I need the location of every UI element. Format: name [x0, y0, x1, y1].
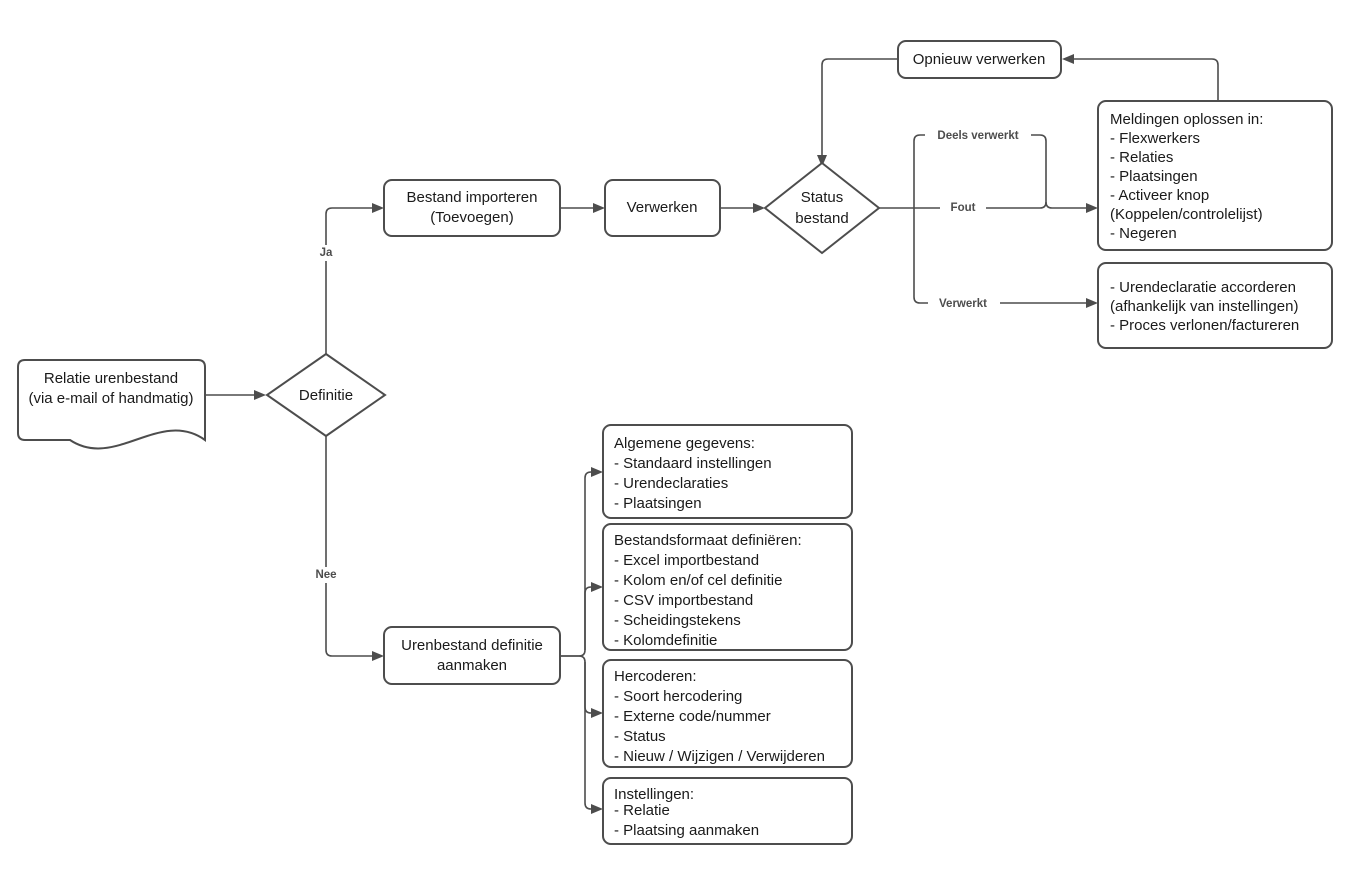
node-label-line: (via e-mail of handmatig)	[28, 390, 193, 407]
label-halo-verwerkt	[928, 296, 1000, 312]
edge-definitie-ja	[325, 203, 384, 354]
node-bestand-importeren[interactable]: Bestand importeren (Toevoegen)	[383, 179, 561, 237]
node-label-line: Urenbestand definitie	[401, 637, 543, 654]
node-label-line: (Koppelen/controlelijst)	[1110, 206, 1263, 223]
node-status-bestand[interactable]: Status bestand	[763, 161, 881, 255]
label-halo-ja	[313, 245, 339, 261]
node-label-line: - Relatie	[614, 802, 670, 819]
node-label-line: (afhankelijk van instellingen)	[1110, 298, 1298, 315]
node-label-line: Opnieuw verwerken	[913, 51, 1046, 68]
edge-urenbestand-branches	[560, 467, 603, 814]
edge-label-fout-top: Fout	[951, 202, 976, 214]
node-urenbestand-definitie[interactable]: Urenbestand definitie aanmaken	[383, 626, 561, 685]
edge-verwerken-to-status	[720, 203, 765, 213]
edge-bestand-to-verwerken	[560, 203, 605, 213]
node-label-line: - Kolomdefinitie	[614, 632, 717, 649]
node-definitie[interactable]: Definitie	[265, 352, 387, 438]
edge-relatie-to-definitie	[205, 390, 266, 400]
edge-status-verwerkt	[913, 208, 1098, 308]
label-halo-fout	[940, 200, 986, 216]
node-label-line: - Status	[614, 728, 666, 745]
node-label-line: - CSV importbestand	[614, 592, 753, 609]
node-label-line: - Kolom en/of cel definitie	[614, 572, 782, 589]
node-hercoderen[interactable]: Hercoderen: - Soort hercodering - Extern…	[602, 659, 853, 768]
edge-label-nee-top: Nee	[315, 569, 336, 581]
node-label-line: bestand	[795, 210, 848, 227]
node-label-line: - Negeren	[1110, 225, 1177, 242]
node-label-line: Instellingen:	[614, 786, 694, 803]
node-label-line: - Activeer knop	[1110, 187, 1209, 204]
node-label-line: - Plaatsingen	[1110, 168, 1198, 185]
edge-label-deels-verwerkt-top: Deels verwerkt	[937, 130, 1018, 142]
node-opnieuw-verwerken[interactable]: Opnieuw verwerken	[897, 40, 1062, 79]
node-label-line: Hercoderen:	[614, 668, 697, 685]
node-label-line: (Toevoegen)	[430, 209, 513, 226]
node-label-line: Meldingen oplossen in:	[1110, 111, 1263, 128]
label-halo-deels	[925, 128, 1031, 144]
edge-meldingen-to-opnieuw	[1062, 54, 1219, 101]
node-label-line: Status	[801, 189, 844, 206]
node-relatie-urenbestand[interactable]: Relatie urenbestand (via e-mail of handm…	[17, 359, 206, 450]
node-meldingen-oplossen[interactable]: Meldingen oplossen in: - Flexwerkers - R…	[1097, 100, 1333, 251]
node-label-line: - Relaties	[1110, 149, 1173, 166]
node-label-line: - Standaard instellingen	[614, 455, 772, 472]
node-label-line: - Externe code/nummer	[614, 708, 771, 725]
edge-label-verwerkt-top: Verwerkt	[939, 298, 987, 310]
node-label-line: - Excel importbestand	[614, 552, 759, 569]
node-label-line: Verwerken	[627, 199, 698, 216]
node-label-line: Relatie urenbestand	[44, 370, 178, 387]
node-verwerken[interactable]: Verwerken	[604, 179, 721, 237]
node-label-line: - Urendeclaraties	[614, 475, 728, 492]
edge-status-deels-fout	[879, 134, 1098, 213]
node-label-line: - Soort hercodering	[614, 688, 742, 705]
node-urendeclaratie[interactable]: - Urendeclaratie accorderen (afhankelijk…	[1097, 262, 1333, 349]
node-label-line: - Flexwerkers	[1110, 130, 1200, 147]
node-label-line: - Scheidingstekens	[614, 612, 741, 629]
node-label-line: Definitie	[299, 387, 353, 404]
node-label-line: - Plaatsing aanmaken	[614, 822, 759, 839]
edge-label-ja-top: Ja	[320, 247, 333, 259]
edge-definitie-nee	[325, 436, 384, 661]
node-label-line: aanmaken	[437, 657, 507, 674]
label-halo-nee	[310, 567, 342, 583]
node-label-line: - Nieuw / Wijzigen / Verwijderen	[614, 748, 825, 765]
edge-opnieuw-to-status	[817, 58, 898, 167]
node-label-line: Algemene gegevens:	[614, 435, 755, 452]
node-algemene-gegevens[interactable]: Algemene gegevens: - Standaard instellin…	[602, 424, 853, 519]
node-label-line: Bestand importeren	[407, 189, 538, 206]
node-label-line: Bestandsformaat definiëren:	[614, 532, 802, 549]
node-label-line: - Proces verlonen/factureren	[1110, 317, 1299, 334]
node-instellingen[interactable]: Instellingen: - Relatie - Plaatsing aanm…	[602, 777, 853, 845]
node-label-line: - Plaatsingen	[614, 495, 702, 512]
node-label-line: - Urendeclaratie accorderen	[1110, 279, 1296, 296]
node-bestandsformaat[interactable]: Bestandsformaat definiëren: - Excel impo…	[602, 523, 853, 651]
